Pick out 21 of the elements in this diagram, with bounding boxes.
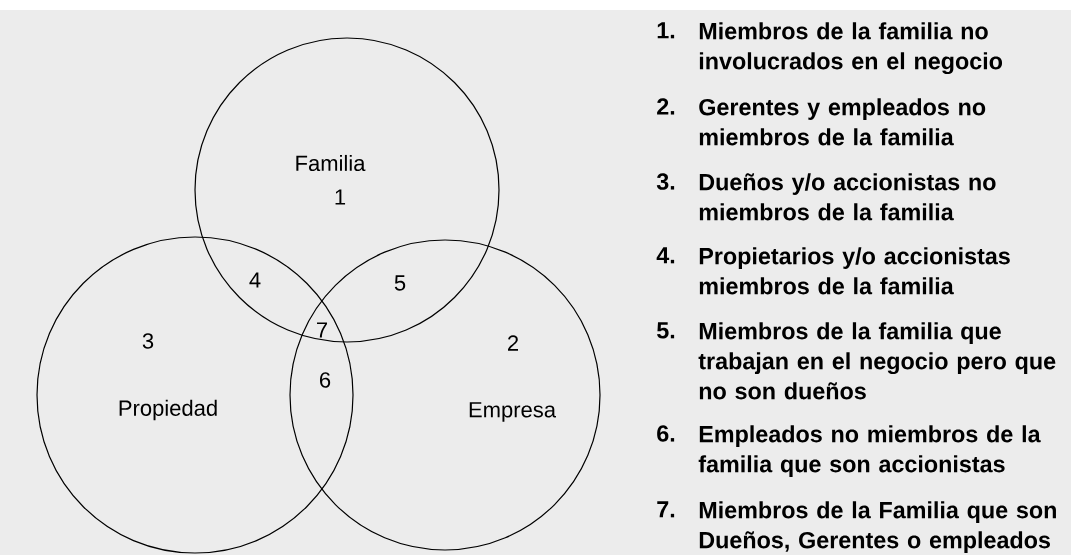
region-number: 3 xyxy=(142,333,154,349)
list-number: 6. xyxy=(657,425,675,442)
region-number: 5 xyxy=(394,275,406,291)
list-number: 4. xyxy=(656,247,675,264)
list-item: Miembros de la familia que trabajan en el negocio pero que no son dueños xyxy=(698,322,1056,400)
region-number: 1 xyxy=(335,189,346,205)
list-number: 1. xyxy=(657,22,675,39)
region-number: 7 xyxy=(317,322,327,338)
list-item: Empleados no miembros de la familia que son accionistas xyxy=(698,425,1041,477)
region-number: 4 xyxy=(249,272,261,288)
region-number: 2 xyxy=(508,335,518,351)
list-item: Propietarios y/o accionistas miembros de la familia xyxy=(699,247,1010,295)
list-number: 7. xyxy=(657,501,675,518)
list-item: Dueños y/o accionistas no miembros de la familia xyxy=(699,173,996,221)
list-number: 2. xyxy=(657,98,675,115)
list-item: Miembros de la Familia que son Dueños, Gerentes o empleados xyxy=(699,501,1056,553)
region-number: 6 xyxy=(320,372,331,388)
list-number: 5. xyxy=(657,322,675,339)
list-item: Miembros de la familia no involucrados en el negocio xyxy=(699,22,1003,75)
list-number: 3. xyxy=(656,173,675,190)
list-item: Gerentes y empleados no miembros de la familia xyxy=(699,98,986,146)
